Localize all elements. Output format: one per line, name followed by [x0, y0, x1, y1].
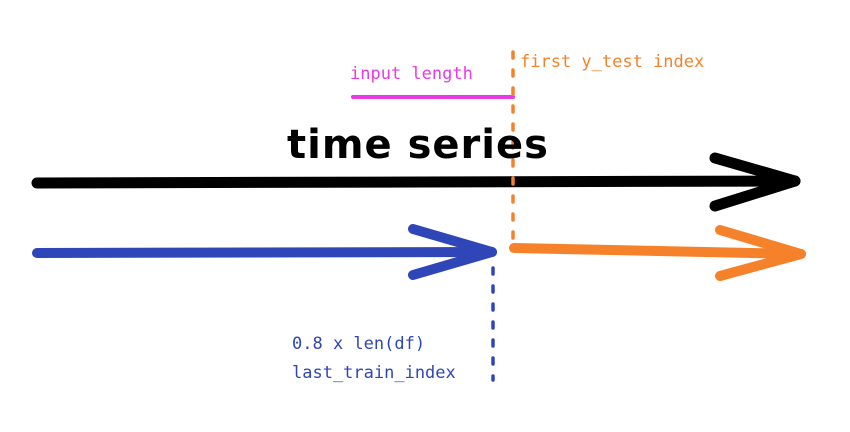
train-line	[32, 247, 497, 258]
time-series-arrow	[31, 152, 801, 212]
time-series-arrowhead	[709, 152, 801, 212]
time-series-label: time series	[287, 122, 549, 168]
test-arrow	[509, 225, 806, 281]
first-y-test-index-label: first y_test index	[520, 52, 705, 72]
input-length-label: input length	[350, 64, 473, 84]
split-formula-label: 0.8 x len(df)	[292, 334, 426, 354]
test-line	[509, 243, 806, 259]
last-train-index-label: last_train_index	[292, 363, 456, 383]
time-series-line	[31, 175, 801, 189]
train-arrow	[32, 224, 497, 280]
test-arrowhead	[715, 225, 806, 281]
train-arrowhead	[408, 224, 497, 280]
